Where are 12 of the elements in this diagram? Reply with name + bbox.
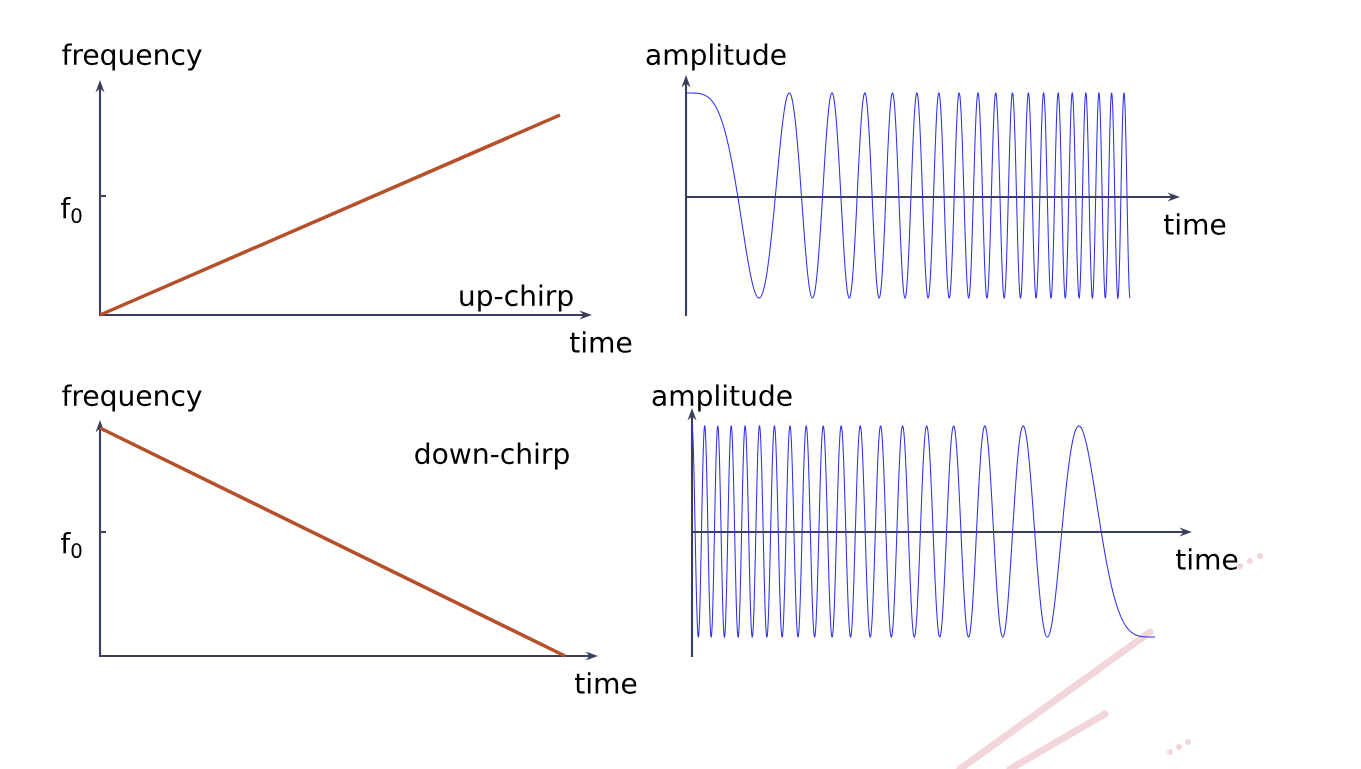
axis-label: amplitude [646,43,786,71]
axis-label: frequency [62,384,202,412]
curve-label: down-chirp [415,442,569,470]
tick-label: f$_{0}$ [61,196,82,224]
axis-label: time [575,672,637,694]
axis-label: amplitude [652,384,792,412]
tick-label: f$_{0}$ [61,531,82,559]
axis-label: time [1164,213,1226,235]
axis-label: frequency [62,43,202,71]
curve-label: up-chirp [460,284,573,312]
axis-label: time [570,331,632,353]
axis-label: time [1176,548,1238,570]
